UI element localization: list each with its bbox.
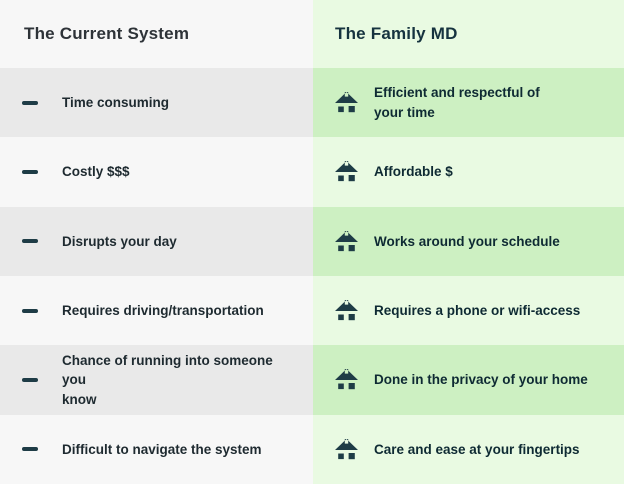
house-icon bbox=[335, 230, 358, 252]
table-row-1-familymd: Efficient and respectful of your time bbox=[313, 68, 624, 138]
house-icon bbox=[335, 92, 358, 113]
table-row-6-familymd: Care and ease at your fingertips bbox=[313, 414, 624, 484]
house-icon bbox=[335, 438, 358, 460]
table-row-5-familymd: Done in the privacy of your home bbox=[313, 345, 624, 415]
table-row-5-current: Chance of running into someone you know bbox=[0, 345, 313, 415]
house-icon bbox=[335, 300, 358, 321]
list-item: Chance of running into someone you know bbox=[62, 352, 273, 407]
table-row-2-current: Costly $$$ bbox=[0, 137, 313, 207]
table-row-3-current: Disrupts your day bbox=[0, 206, 313, 276]
table-row-1-current: Time consuming bbox=[0, 68, 313, 138]
list-item: Affordable $ bbox=[374, 164, 453, 180]
family-md-title: The Family MD bbox=[335, 24, 458, 43]
house-icon bbox=[335, 161, 358, 182]
list-item: Disrupts your day bbox=[62, 233, 177, 249]
list-item: Efficient and respectful of your time bbox=[374, 85, 540, 120]
list-item: Care and ease at your fingertips bbox=[374, 441, 580, 457]
minus-icon bbox=[22, 239, 38, 244]
minus-icon bbox=[22, 377, 38, 382]
table-row-3-familymd: Works around your schedule bbox=[313, 206, 624, 276]
house-icon bbox=[335, 369, 358, 390]
minus-icon bbox=[22, 308, 38, 313]
table-row-6-current: Difficult to navigate the system bbox=[0, 414, 313, 484]
list-item: Done in the privacy of your home bbox=[374, 372, 588, 388]
list-item: Requires driving/transportation bbox=[62, 302, 264, 318]
list-item: Works around your schedule bbox=[374, 233, 560, 249]
minus-icon bbox=[22, 100, 38, 105]
list-item: Costly $$$ bbox=[62, 164, 130, 180]
table-row-4-current: Requires driving/transportation bbox=[0, 276, 313, 346]
current-system-title: The Current System bbox=[24, 24, 190, 43]
family-md-header-cell: The Family MD bbox=[313, 0, 624, 68]
list-item: Difficult to navigate the system bbox=[62, 441, 262, 457]
current-system-header-cell: The Current System bbox=[0, 0, 313, 68]
list-item: Time consuming bbox=[62, 94, 170, 110]
minus-icon bbox=[22, 447, 38, 452]
table-row-2-familymd: Affordable $ bbox=[313, 137, 624, 207]
minus-icon bbox=[22, 169, 38, 174]
list-item: Requires a phone or wifi-access bbox=[374, 302, 581, 318]
table-row-4-familymd: Requires a phone or wifi-access bbox=[313, 276, 624, 346]
